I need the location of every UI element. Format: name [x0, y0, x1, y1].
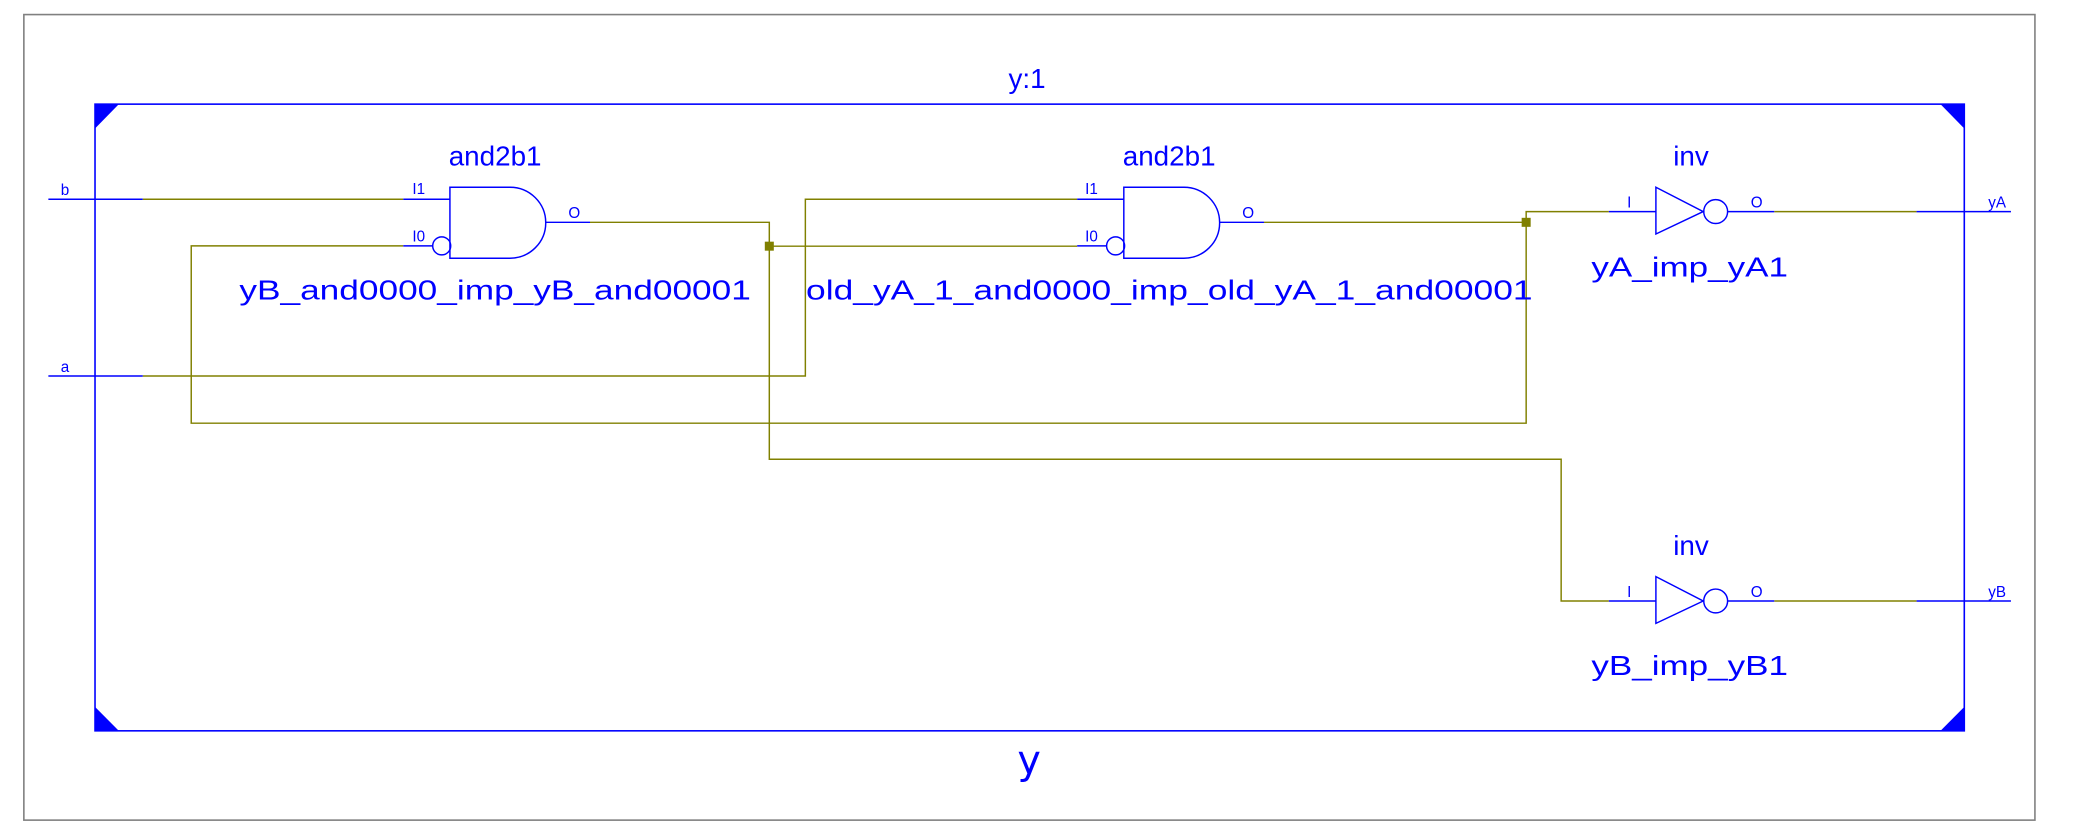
inversion-bubble-icon — [1703, 588, 1729, 614]
instance-name-label: yB_imp_yB1 — [1591, 650, 1788, 681]
input-port-b[interactable]: b — [48, 182, 143, 200]
and2b1-gate-1[interactable]: I1 I0 O and2b1 yB_and0000_imp_yB_and0000… — [239, 141, 751, 306]
frame-corner-top-right — [1940, 104, 1965, 129]
inversion-bubble-icon — [1105, 236, 1126, 256]
gate-type-label: inv — [1673, 141, 1709, 172]
port-a-label: a — [61, 359, 70, 376]
pin-o-label: O — [1751, 194, 1763, 211]
sheet-border — [23, 13, 2036, 821]
junction-dot — [1521, 217, 1531, 227]
net-feedback[interactable] — [190, 222, 1527, 424]
instance-name-label: old_yA_1_and0000_imp_old_yA_1_and00001 — [806, 274, 1533, 305]
and-gate-body-icon — [449, 186, 547, 259]
instance-name-label: yB_and0000_imp_yB_and00001 — [239, 274, 751, 305]
module-frame-outline — [94, 103, 1966, 732]
port-yA-label: yA — [1988, 194, 2007, 211]
junction-dot — [764, 241, 774, 251]
inverter-2[interactable]: I O inv yB_imp_yB1 — [1591, 530, 1788, 681]
pin-i-label: I — [1627, 194, 1631, 211]
pin-i1-label: I1 — [1085, 181, 1098, 198]
instance-name-label: yA_imp_yA1 — [1591, 252, 1788, 283]
net-gate1-out[interactable] — [590, 221, 1609, 602]
inversion-bubble-icon — [1703, 198, 1729, 225]
frame-title: y:1 — [1009, 63, 1046, 94]
inverter-triangle-icon — [1655, 186, 1705, 236]
output-port-yA[interactable]: yA — [1916, 194, 2011, 213]
port-b-label: b — [61, 182, 69, 199]
gate-type-label: and2b1 — [449, 141, 542, 172]
inversion-bubble-icon — [431, 236, 452, 256]
pin-o-label: O — [1242, 205, 1254, 222]
pin-i0-label: I0 — [1085, 228, 1098, 245]
pin-i1-label: I1 — [412, 181, 425, 198]
net-gate2-out[interactable] — [1264, 210, 1609, 224]
module-name-label: y — [1017, 738, 1041, 784]
gate-type-label: and2b1 — [1123, 141, 1216, 172]
net-a[interactable] — [142, 198, 1078, 377]
frame-corner-bottom-right — [1940, 706, 1965, 731]
frame-corner-bottom-left — [95, 706, 119, 731]
input-port-a[interactable]: a — [48, 359, 143, 377]
gate-type-label: inv — [1673, 530, 1709, 561]
pin-o-label: O — [1751, 584, 1763, 601]
and-gate-body-icon — [1123, 186, 1221, 259]
inverter-triangle-icon — [1655, 575, 1705, 625]
pin-i0-label: I0 — [412, 228, 425, 245]
inverter-1[interactable]: I O inv yA_imp_yA1 — [1591, 141, 1788, 283]
frame-corner-top-left — [95, 104, 119, 129]
module-frame[interactable] — [94, 103, 1966, 732]
pin-i-label: I — [1627, 584, 1631, 601]
and2b1-gate-2[interactable]: I1 I0 O and2b1 old_yA_1_and0000_imp_old_… — [806, 141, 1533, 306]
port-yB-label: yB — [1988, 584, 2006, 601]
output-port-yB[interactable]: yB — [1916, 584, 2011, 602]
pin-o-label: O — [568, 205, 580, 222]
